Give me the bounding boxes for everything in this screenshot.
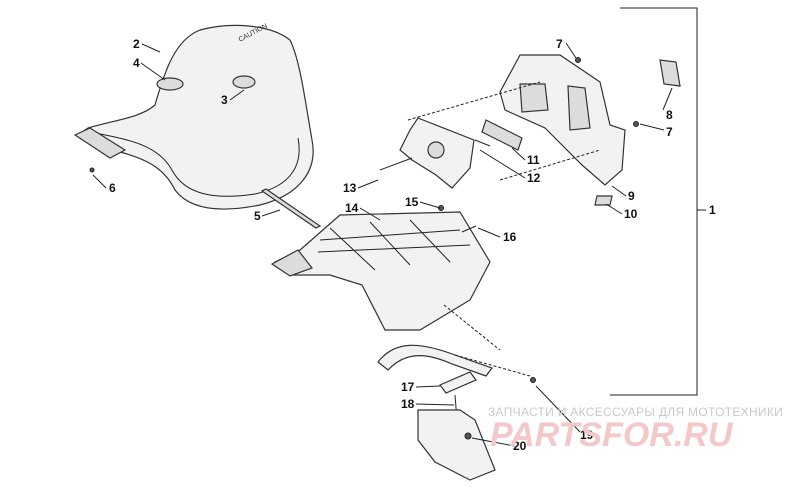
callout-7a: 7 [556,37,563,51]
callout-2: 2 [133,37,140,51]
lower-bracket-part [417,409,496,481]
strap-part [260,188,322,229]
callout-13: 13 [343,181,357,195]
plate-part [481,119,523,151]
screw-19-part [530,377,536,383]
assembly-bracket [610,7,706,396]
callout-19: 19 [580,428,594,442]
bolt-part [461,225,477,233]
callout-8: 8 [666,108,673,122]
storage-box-part [499,54,681,206]
callout-14: 14 [345,201,359,215]
callout-6: 6 [109,181,116,195]
watermark: ЗАПЧАСТИ И АКСЕССУАРЫ ДЛЯ МОТОТЕХНИКИ PA… [488,405,783,454]
watermark-logo: PARTSFOR.RU [490,416,734,454]
callout-17: 17 [401,380,415,394]
leader-lines [92,42,673,447]
watermark-tagline: ЗАПЧАСТИ И АКСЕССУАРЫ ДЛЯ МОТОТЕХНИКИ [488,405,783,419]
callout-12: 12 [527,171,541,185]
callout-15: 15 [405,195,419,209]
seat-frame-part [270,211,491,331]
callout-5: 5 [254,209,261,223]
callout-1: 1 [709,203,716,217]
spring-part [474,139,491,147]
callout-4: 4 [133,56,140,70]
callout-3: 3 [221,93,228,107]
callout-labels: 1 2 3 4 5 6 7 7 8 9 10 11 12 13 14 15 16… [109,37,716,453]
callout-10: 10 [624,207,638,221]
callout-7b: 7 [666,125,673,139]
callout-11: 11 [527,153,540,167]
callout-16: 16 [503,230,517,244]
callout-9: 9 [628,189,635,203]
support-bracket-part [379,117,475,189]
seat-part: CAUTION [73,23,314,210]
pin-part [89,167,95,173]
handle-rod-part [377,344,493,394]
callout-20: 20 [513,439,527,453]
callout-18: 18 [401,397,415,411]
